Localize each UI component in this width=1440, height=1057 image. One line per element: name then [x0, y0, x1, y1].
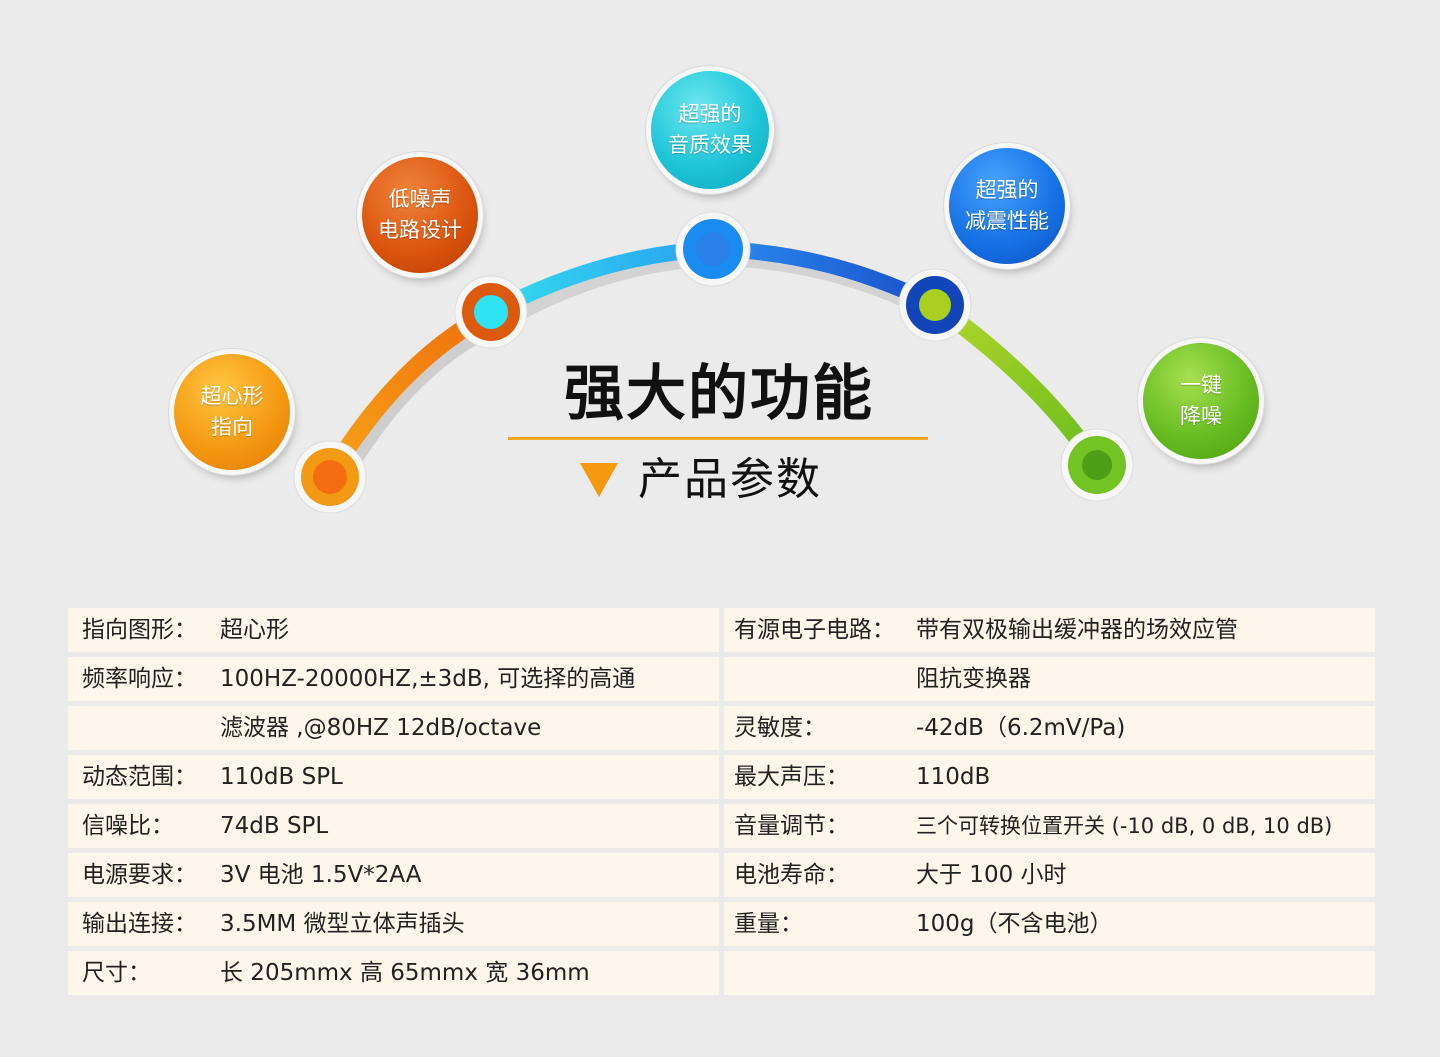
feature-label-line1: 超强的 — [975, 178, 1039, 202]
feature-label-line2: 降噪 — [1180, 404, 1222, 428]
spec-value: 三个可转换位置开关 (-10 dB, 0 dB, 10 dB) — [916, 814, 1333, 838]
spec-table: 指向图形： 超心形 有源电子电路： 带有双极输出缓冲器的场效应管 频率响应： 1… — [68, 608, 1375, 1000]
spec-cell: 滤波器 ,@80HZ 12dB/octave — [68, 706, 719, 750]
spec-row: 指向图形： 超心形 有源电子电路： 带有双极输出缓冲器的场效应管 — [68, 608, 1375, 652]
spec-value: 100HZ-20000HZ,±3dB, 可选择的高通 — [220, 666, 636, 692]
spec-value: 3.5MM 微型立体声插头 — [220, 911, 465, 937]
spec-row: 信噪比： 74dB SPL 音量调节： 三个可转换位置开关 (-10 dB, 0… — [68, 804, 1375, 848]
spec-cell: 指向图形： 超心形 — [68, 608, 719, 652]
spec-cell: 电池寿命： 大于 100 小时 — [724, 853, 1375, 897]
arc-node-4 — [898, 268, 972, 342]
spec-value: 110dB SPL — [220, 764, 343, 790]
spec-key: 输出连接： — [82, 911, 197, 937]
feature-label-line1: 超强的 — [678, 102, 742, 126]
spec-key: 电池寿命： — [734, 862, 849, 888]
feature-label-line1: 一键 — [1180, 373, 1222, 397]
arc-node-1 — [293, 440, 367, 514]
spec-cell — [724, 951, 1375, 995]
spec-key: 信噪比： — [82, 813, 174, 839]
feature-bubble-supercardioid: 超心形 指向 — [174, 354, 290, 470]
spec-value: 3V 电池 1.5V*2AA — [220, 862, 422, 888]
spec-row: 电源要求： 3V 电池 1.5V*2AA 电池寿命： 大于 100 小时 — [68, 853, 1375, 897]
arc-node-2 — [454, 275, 528, 349]
section-subtitle: 产品参数 — [580, 448, 822, 512]
spec-key: 频率响应： — [82, 666, 197, 692]
spec-cell: 重量： 100g（不含电池） — [724, 902, 1375, 946]
spec-row: 滤波器 ,@80HZ 12dB/octave 灵敏度： -42dB（6.2mV/… — [68, 706, 1375, 750]
arc-node-5 — [1060, 428, 1134, 502]
subtitle-text: 产品参数 — [638, 454, 822, 505]
spec-value: 大于 100 小时 — [916, 862, 1067, 888]
spec-cell: 频率响应： 100HZ-20000HZ,±3dB, 可选择的高通 — [68, 657, 719, 701]
spec-key: 有源电子电路： — [734, 617, 895, 643]
page-title: 强大的功能 — [564, 359, 874, 429]
feature-label-line1: 超心形 — [200, 384, 264, 408]
spec-value: 100g（不含电池） — [916, 911, 1113, 937]
spec-cell: 动态范围： 110dB SPL — [68, 755, 719, 799]
spec-cell: 阻抗变换器 — [724, 657, 1375, 701]
spec-value: 阻抗变换器 — [916, 666, 1031, 692]
spec-value: 滤波器 ,@80HZ 12dB/octave — [220, 715, 542, 741]
spec-value: 超心形 — [220, 617, 289, 643]
feature-label-line2: 音质效果 — [668, 133, 752, 157]
feature-label-line2: 减震性能 — [965, 209, 1049, 233]
spec-cell: 电源要求： 3V 电池 1.5V*2AA — [68, 853, 719, 897]
spec-cell: 最大声压： 110dB — [724, 755, 1375, 799]
spec-cell: 灵敏度： -42dB（6.2mV/Pa) — [724, 706, 1375, 750]
title-underline — [508, 437, 928, 440]
spec-key: 电源要求： — [82, 862, 197, 888]
feature-bubble-low-noise: 低噪声 电路设计 — [362, 157, 478, 273]
spec-value: -42dB（6.2mV/Pa) — [916, 715, 1126, 741]
spec-cell: 输出连接： 3.5MM 微型立体声插头 — [68, 902, 719, 946]
spec-row: 输出连接： 3.5MM 微型立体声插头 重量： 100g（不含电池） — [68, 902, 1375, 946]
arc-node-3 — [675, 211, 751, 287]
feature-bubble-noise-reduction: 一键 降噪 — [1143, 343, 1259, 459]
feature-label-line2: 电路设计 — [378, 218, 462, 242]
feature-label-line1: 低噪声 — [388, 187, 452, 211]
spec-value: 74dB SPL — [220, 813, 329, 839]
spec-key: 指向图形： — [82, 617, 197, 643]
spec-key: 尺寸： — [82, 960, 151, 986]
spec-key: 灵敏度： — [734, 715, 826, 741]
feature-bubble-sound-quality: 超强的 音质效果 — [651, 71, 769, 189]
spec-key: 音量调节： — [734, 813, 849, 839]
spec-row: 动态范围： 110dB SPL 最大声压： 110dB — [68, 755, 1375, 799]
spec-value: 带有双极输出缓冲器的场效应管 — [916, 617, 1238, 643]
spec-row: 尺寸： 长 205mmx 高 65mmx 宽 36mm — [68, 951, 1375, 995]
spec-cell: 音量调节： 三个可转换位置开关 (-10 dB, 0 dB, 10 dB) — [724, 804, 1375, 848]
spec-value: 110dB — [916, 764, 991, 790]
spec-cell: 信噪比： 74dB SPL — [68, 804, 719, 848]
triangle-down-icon — [580, 463, 618, 497]
spec-row: 频率响应： 100HZ-20000HZ,±3dB, 可选择的高通 阻抗变换器 — [68, 657, 1375, 701]
spec-cell: 有源电子电路： 带有双极输出缓冲器的场效应管 — [724, 608, 1375, 652]
spec-cell: 尺寸： 长 205mmx 高 65mmx 宽 36mm — [68, 951, 719, 995]
spec-value: 长 205mmx 高 65mmx 宽 36mm — [220, 960, 590, 986]
spec-key: 动态范围： — [82, 764, 197, 790]
spec-key: 重量： — [734, 911, 803, 937]
feature-bubble-shock-absorb: 超强的 减震性能 — [949, 148, 1065, 264]
spec-key: 最大声压： — [734, 764, 849, 790]
feature-label-line2: 指向 — [211, 415, 253, 439]
